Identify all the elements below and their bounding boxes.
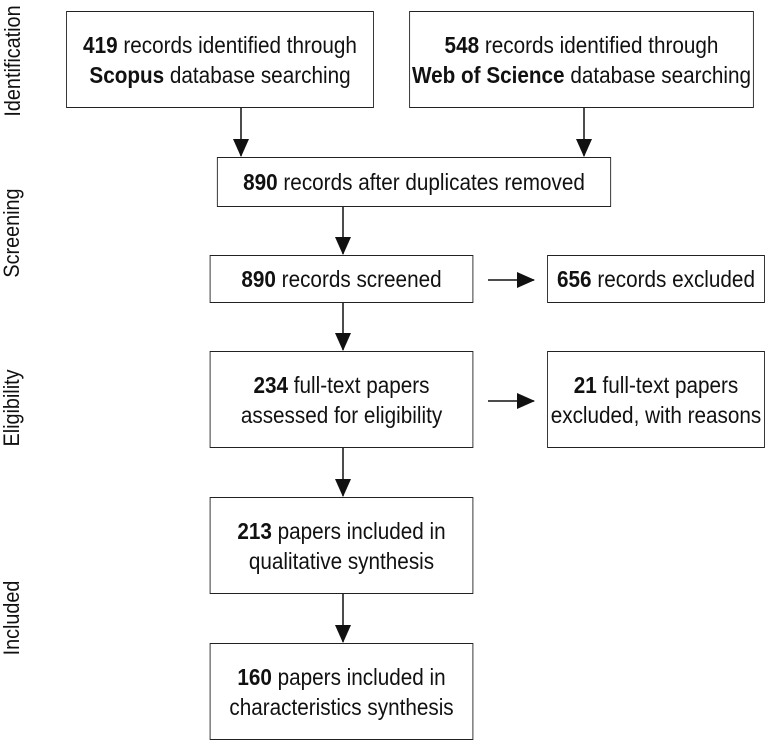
- qualitative-synthesis-box: 213 papers included in qualitative synth…: [209, 497, 474, 594]
- fulltext-assessed-box: 234 full-text papers assessed for eligib…: [209, 351, 474, 448]
- stage-label-eligibility: Eligibility: [0, 369, 24, 447]
- records-screened-box: 890 records screened: [209, 255, 474, 303]
- scopus-records-box: 419 records identified through Scopus da…: [66, 11, 374, 108]
- stage-label-screening: Screening: [0, 188, 24, 278]
- records-excluded-box: 656 records excluded: [547, 255, 765, 303]
- stage-label-identification: Identification: [0, 5, 25, 117]
- duplicates-removed-box: 890 records after duplicates removed: [216, 157, 612, 207]
- fulltext-excluded-box: 21 full-text papers excluded, with reaso…: [547, 351, 765, 448]
- wos-records-box: 548 records identified through Web of Sc…: [409, 11, 754, 108]
- stage-label-included: Included: [0, 580, 24, 656]
- characteristics-synthesis-box: 160 papers included in characteristics s…: [209, 643, 474, 740]
